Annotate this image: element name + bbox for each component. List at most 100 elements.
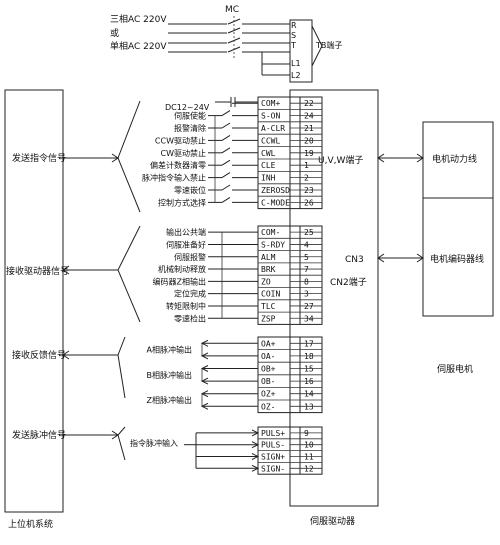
pin-name: CCWL	[261, 136, 280, 145]
pin-name: INH	[261, 174, 276, 183]
pin-number: 25	[304, 228, 314, 237]
cn3-label: CN3	[345, 255, 364, 265]
function-label: A相脉冲输出	[147, 345, 192, 355]
arrow-head	[251, 464, 260, 472]
pin-number: 13	[304, 402, 314, 411]
pin-name: S-ON	[261, 112, 280, 121]
switch-contact	[221, 110, 231, 117]
function-label: 编码器Z相输出	[153, 276, 206, 286]
pin-number: 19	[304, 149, 314, 158]
host-send-command-label: 发送指令信号	[12, 152, 66, 164]
pin-name: OB+	[261, 365, 276, 374]
pin-name: OZ+	[261, 390, 276, 399]
dc-supply-label: DC12~24V	[165, 103, 210, 112]
pin-name: COM+	[261, 99, 280, 108]
host-arrows	[62, 153, 119, 440]
supply-capacitor	[215, 97, 258, 107]
pin-number: 5	[304, 253, 309, 262]
motor-encoder-box	[422, 197, 494, 317]
arrow-head	[200, 377, 209, 385]
pin-number: 1	[304, 161, 309, 170]
uvw-label: U,V,W端子	[318, 154, 363, 166]
three-phase-label: 三相AC 220V	[110, 13, 167, 25]
pin-name: ZSP	[261, 314, 276, 323]
function-label: 输出公共端	[166, 227, 206, 237]
cn2-label: CN2端子	[330, 276, 367, 288]
pin-number: 9	[304, 429, 309, 438]
switch-contact	[221, 147, 231, 154]
pin-number: 3	[304, 290, 309, 299]
function-label: 控制方式选择	[158, 197, 206, 207]
switch-contact	[221, 159, 231, 166]
pulse-function-label: 指令脉冲输入	[130, 438, 178, 448]
pin-number: 20	[304, 136, 314, 145]
pin-number: 22	[304, 99, 314, 108]
function-label: 报警清除	[174, 123, 206, 133]
host-receive-feedback-label: 接收反馈信号	[12, 349, 66, 361]
function-label: 伺服使能	[174, 111, 206, 121]
tb-terminal-label: TB端子	[315, 40, 342, 50]
pin-name: OA+	[261, 339, 276, 348]
pin-number: 24	[304, 112, 314, 121]
function-label: 伺服报警	[174, 252, 206, 262]
motor-power-line-label: 电机动力线	[432, 153, 477, 165]
pin-number: 21	[304, 124, 314, 133]
pin-name: S-RDY	[261, 240, 285, 249]
pin-number: 10	[304, 441, 314, 450]
function-label: 零速嵌位	[174, 185, 206, 195]
switch-contact	[221, 134, 231, 141]
arrow-head	[200, 390, 209, 398]
arrow-head	[251, 441, 260, 449]
switch-contact	[221, 122, 231, 129]
pin-name: ALM	[261, 253, 276, 262]
arrow-head	[200, 365, 209, 372]
pin-number: 2	[304, 174, 309, 183]
contactor-label: MC	[225, 5, 239, 15]
pin-name: OZ-	[261, 402, 275, 411]
power-lines	[168, 16, 290, 76]
pin-number: 12	[304, 464, 314, 473]
function-label: CW驱动禁止	[161, 148, 207, 158]
pin-number: 11	[304, 453, 314, 462]
tb-pin-s: S	[291, 31, 296, 40]
pin-number: 23	[304, 186, 314, 195]
arrow-head	[200, 339, 209, 347]
pin-name: COM-	[261, 228, 280, 237]
or-label: 或	[110, 27, 119, 39]
tb-pin-l1: L1	[291, 59, 301, 68]
function-label: 定位完成	[174, 289, 206, 299]
pin-name: OB-	[261, 377, 275, 386]
pin-number: 7	[304, 265, 309, 274]
pin-number: 34	[304, 314, 314, 323]
switch-contact	[221, 196, 231, 203]
function-label: 脉冲指令输入禁止	[142, 173, 206, 183]
pin-name: C-MODE	[261, 198, 290, 207]
driver-box	[289, 89, 379, 507]
pin-name: COIN	[261, 290, 280, 299]
pin-name: CWL	[261, 149, 276, 158]
function-label: Z相脉冲输出	[147, 395, 192, 405]
function-label: 转矩限制中	[166, 301, 206, 311]
switch-contact	[221, 184, 231, 191]
pin-number: 17	[304, 339, 314, 348]
pin-number: 26	[304, 198, 314, 207]
pin-name: ZO	[261, 277, 271, 286]
pin-name: PULS-	[261, 441, 285, 450]
driver-footer: 伺服驱动器	[310, 515, 355, 527]
function-label: 机械制动释放	[158, 264, 206, 274]
group-brackets	[117, 100, 141, 461]
host-footer: 上位机系统	[8, 518, 53, 530]
host-send-pulse-label: 发送脉冲信号	[12, 429, 66, 441]
pin-name: SIGN+	[261, 453, 285, 462]
arrow-head	[251, 429, 260, 437]
tb-terminal: R S T L1 L2 TB端子	[289, 19, 342, 83]
motor-title: 伺服电机	[437, 363, 473, 375]
function-label: 零速检出	[174, 313, 206, 323]
tb-pin-t: T	[290, 41, 296, 50]
